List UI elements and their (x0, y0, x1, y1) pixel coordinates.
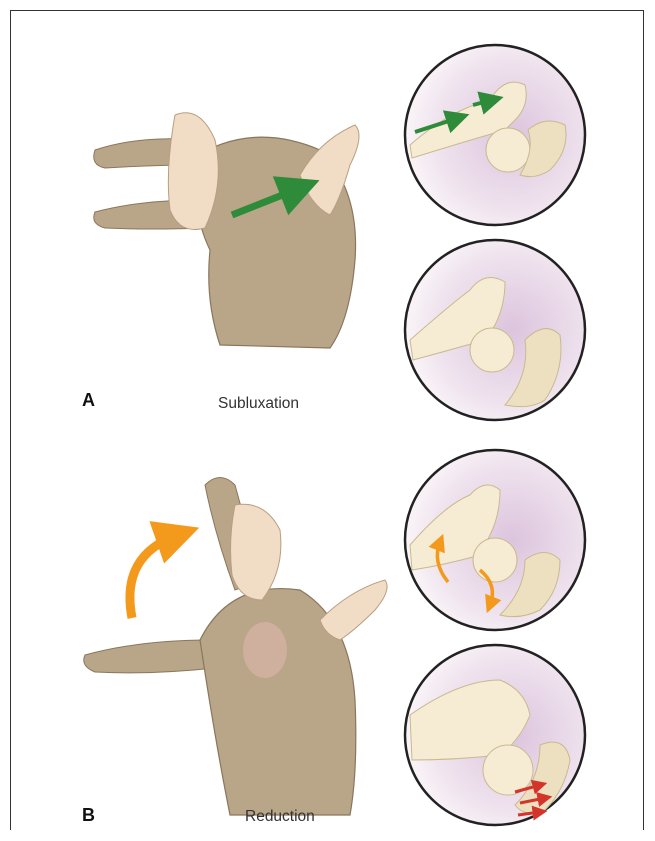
caption-reduction: Reduction (245, 808, 315, 826)
inset-hip-subluxated (405, 240, 585, 420)
panel-letter-b: B (82, 805, 95, 826)
dog-hindquarter-a (94, 113, 359, 348)
inset-hip-reduced (405, 645, 585, 825)
inset-hip-reduction-rotation (405, 450, 585, 630)
dog-hindquarter-b (84, 478, 387, 816)
rotate-arrow-icon (130, 535, 178, 618)
inset-hip-subluxation-force (405, 45, 585, 225)
panel-letter-a: A (82, 390, 95, 411)
caption-subluxation: Subluxation (218, 395, 299, 413)
